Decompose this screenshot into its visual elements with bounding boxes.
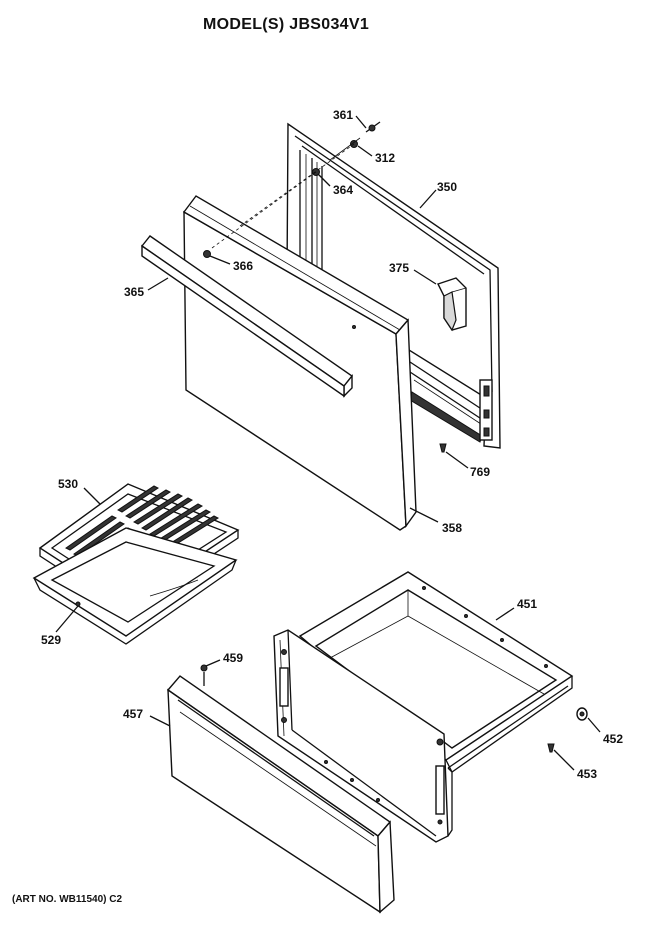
callout-529: 529 [41,633,61,647]
inner-door-panel-350 [286,122,501,449]
callout-530: 530 [58,477,78,491]
callout-358: 358 [442,521,462,535]
callout-451: 451 [517,597,537,611]
roller-452 [576,707,588,721]
model-title: MODEL(S) JBS034V1 [203,16,370,33]
callout-366: 366 [233,259,253,273]
callout-457: 457 [123,707,143,721]
outer-door-358 [182,195,417,531]
callout-459: 459 [223,651,243,665]
callout-769: 769 [470,465,490,479]
art-number: (ART NO. WB11540) C2 [12,894,123,905]
bracket-375 [437,277,467,332]
screw-459 [200,664,208,686]
screw-361 [365,121,381,133]
callout-452: 452 [603,732,623,746]
callout-312: 312 [375,151,395,165]
callout-365: 365 [124,285,144,299]
pin-769 [439,443,447,453]
screw-366 [203,250,211,258]
pin-453 [547,743,555,753]
callout-350: 350 [437,180,457,194]
callout-375: 375 [389,261,409,275]
leader-lines [55,115,601,771]
broiler-pan-529 [32,527,238,645]
drawer-front-frame [273,629,449,843]
callout-453: 453 [577,767,597,781]
callout-364: 364 [333,183,353,197]
drawer-front-panel-457 [166,675,395,914]
door-handle-365 [140,235,354,398]
callout-361: 361 [333,108,353,122]
